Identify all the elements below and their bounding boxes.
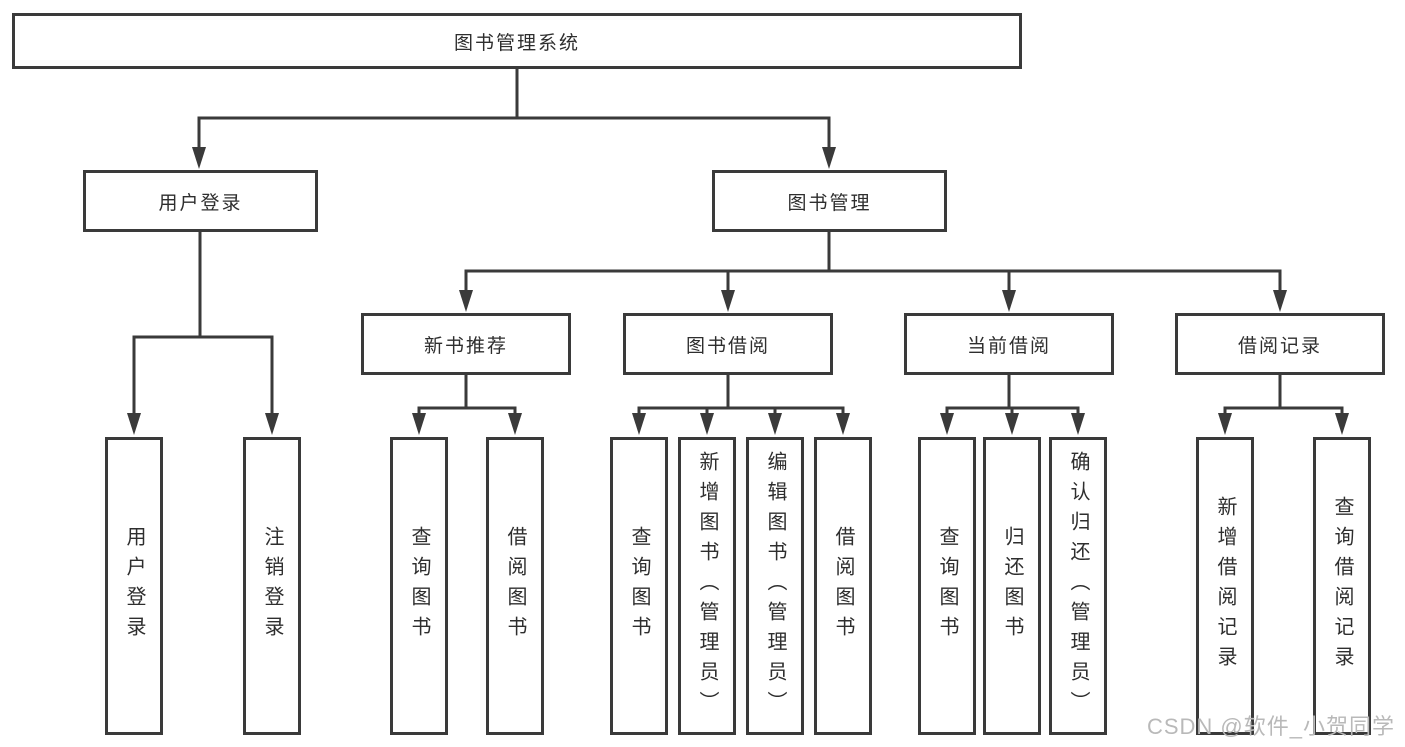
node-label: 图书管理系统 — [453, 32, 580, 54]
leaf-add-borrow-record: 新增借阅记录 — [1196, 437, 1254, 735]
node-label: 编辑图书（管理员） — [764, 451, 786, 721]
node-label: 新增图书（管理员） — [696, 451, 718, 721]
node-user-login-branch: 用户登录 — [83, 170, 318, 232]
node-label: 归还图书 — [1001, 526, 1023, 646]
node-label: 借阅图书 — [832, 526, 854, 646]
arrowheads — [127, 147, 1349, 435]
leaf-edit-books-admin: 编辑图书（管理员） — [746, 437, 804, 735]
node-label: 当前借阅 — [966, 335, 1051, 357]
node-label: 查询图书 — [936, 526, 958, 646]
leaf-query-books-current: 查询图书 — [918, 437, 976, 735]
node-label: 注销登录 — [261, 526, 283, 646]
csdn-watermark: CSDN @软件_小贺同学 — [1146, 714, 1395, 739]
node-label: 图书借阅 — [685, 335, 770, 357]
node-label: 查询图书 — [408, 526, 430, 646]
leaf-return-books: 归还图书 — [983, 437, 1041, 735]
leaf-borrow-books: 借阅图书 — [814, 437, 872, 735]
node-label: 新书推荐 — [423, 335, 508, 357]
node-label: 用户登录 — [123, 526, 145, 646]
leaf-query-borrow-record: 查询借阅记录 — [1313, 437, 1371, 735]
leaf-confirm-return-admin: 确认归还（管理员） — [1049, 437, 1107, 735]
node-label: 借阅记录 — [1237, 335, 1322, 357]
node-new-book-recommend: 新书推荐 — [361, 313, 571, 375]
node-label: 新增借阅记录 — [1214, 496, 1236, 676]
node-label: 图书管理 — [787, 192, 872, 214]
node-label: 确认归还（管理员） — [1067, 451, 1089, 721]
leaf-logout: 注销登录 — [243, 437, 301, 735]
leaf-user-login: 用户登录 — [105, 437, 163, 735]
node-current-borrow: 当前借阅 — [904, 313, 1114, 375]
node-library-system: 图书管理系统 — [12, 13, 1022, 69]
node-book-borrow: 图书借阅 — [623, 313, 833, 375]
leaf-add-books-admin: 新增图书（管理员） — [678, 437, 736, 735]
leaf-query-books-borrow: 查询图书 — [610, 437, 668, 735]
node-label: 查询借阅记录 — [1331, 496, 1353, 676]
leaf-borrow-books-recommend: 借阅图书 — [486, 437, 544, 735]
node-book-management-branch: 图书管理 — [712, 170, 947, 232]
leaf-query-books-recommend: 查询图书 — [390, 437, 448, 735]
node-label: 用户登录 — [158, 192, 243, 214]
node-label: 查询图书 — [628, 526, 650, 646]
node-label: 借阅图书 — [504, 526, 526, 646]
node-borrow-records: 借阅记录 — [1175, 313, 1385, 375]
